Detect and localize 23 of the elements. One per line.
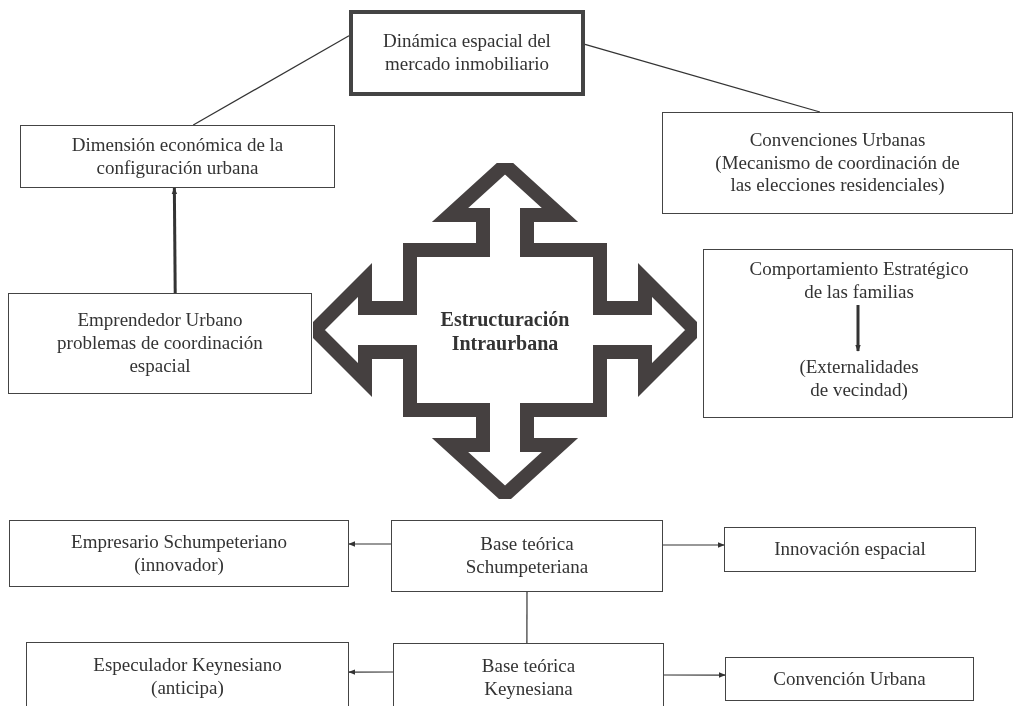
connector-line	[192, 35, 350, 126]
text-box: Dinámica espacial del mercado inmobiliario	[349, 10, 585, 96]
text-label: Comportamiento Estratégico de las familias	[719, 256, 999, 306]
text-box: Emprendedor Urbano problemas de coordinación espacial	[8, 293, 312, 394]
text-box: Convención Urbana	[725, 657, 974, 701]
arrow	[348, 541, 392, 547]
text-box: Dimensión económica de la configuración urbana	[20, 125, 335, 188]
center-title: Estructuración Intraurbana	[439, 307, 571, 355]
arrow	[855, 305, 861, 352]
text-box: Convenciones Urbanas (Mecanismo de coordinación de las elecciones residenciales)	[662, 112, 1013, 214]
connector-line	[584, 43, 821, 113]
arrow	[662, 542, 725, 548]
text-box: Especulador Keynesiano (anticipa)	[26, 642, 349, 706]
box-frame	[703, 249, 1013, 418]
arrow	[348, 669, 394, 675]
connector-line	[526, 591, 528, 644]
text-box: Base teórica Schumpeteriana	[391, 520, 663, 592]
text-label: (Externalidades de vecindad)	[784, 352, 934, 406]
arrow	[663, 672, 726, 678]
text-box: Base teórica Keynesiana	[393, 643, 664, 706]
text-box: Empresario Schumpeteriano (innovador)	[9, 520, 349, 587]
text-box: Innovación espacial	[724, 527, 976, 572]
arrow	[171, 187, 178, 293]
